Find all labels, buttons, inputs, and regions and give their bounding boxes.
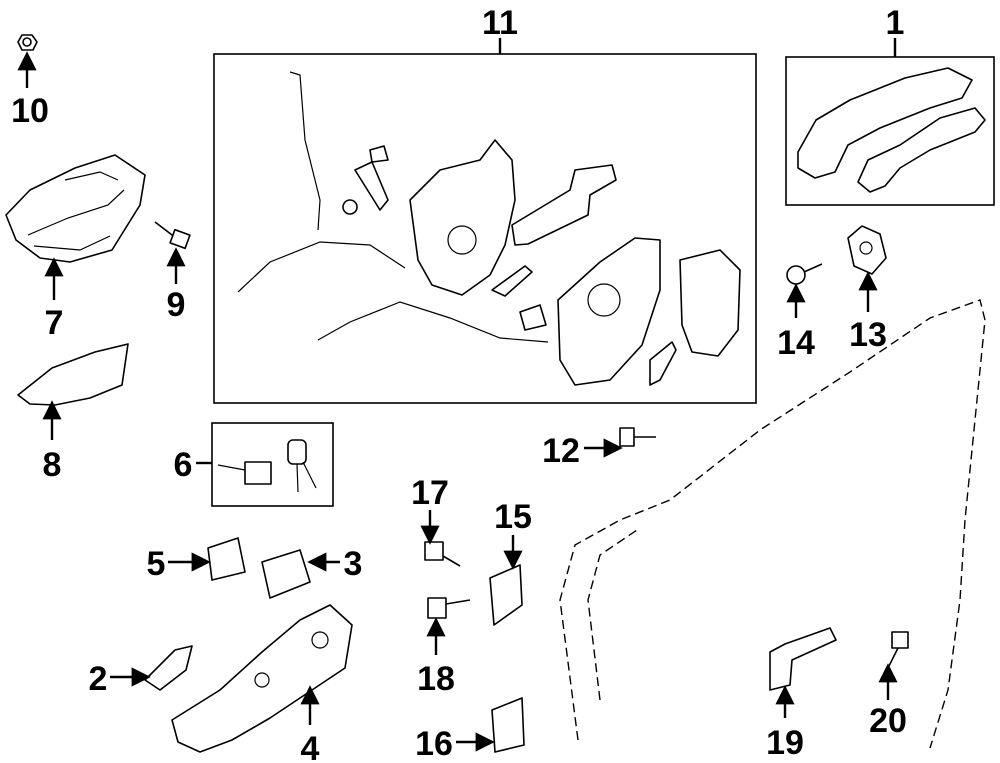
door-glass-outline: [559, 299, 986, 749]
callout-10: 10: [11, 92, 49, 130]
part-2-gasket: [144, 645, 193, 691]
part-20-bolt: [887, 631, 909, 669]
part-4-handle-frame: [171, 604, 353, 753]
callout-9: 9: [167, 286, 186, 324]
callout-16: 16: [415, 725, 453, 763]
part-11-latch-assembly: [237, 71, 741, 386]
part-17-bolt: [424, 541, 461, 567]
callout-11: 11: [482, 4, 518, 42]
callout-1: 1: [886, 4, 905, 42]
part-19-door-check: [769, 627, 837, 691]
callout-12: 12: [542, 432, 580, 470]
callout-13: 13: [849, 316, 887, 354]
box-part-1-handles: [785, 56, 995, 206]
callout-20: 20: [869, 702, 907, 740]
callout-19: 19: [766, 724, 804, 762]
part-7-interior-bezel: [5, 154, 146, 263]
callout-6: 6: [174, 446, 193, 484]
part-3-seal: [261, 549, 311, 599]
part-5-pad: [207, 537, 246, 581]
callout-14: 14: [777, 324, 815, 362]
box-part-11-assembly: [213, 53, 757, 404]
part-14-bolt: [786, 263, 823, 285]
part-10-clip: [17, 34, 38, 51]
part-16-hinge: [491, 697, 525, 753]
part-18-bolt: [427, 597, 471, 619]
part-13-striker: [847, 225, 887, 275]
part-15-hinge: [489, 564, 523, 626]
part-1-exterior-handles: [797, 67, 986, 193]
box-part-6-lock-cylinder: [211, 422, 334, 507]
callout-15: 15: [494, 498, 532, 536]
callout-17: 17: [411, 474, 449, 512]
callout-5: 5: [147, 545, 166, 583]
part-9-screw: [154, 221, 191, 250]
part-12-bolt: [619, 427, 656, 447]
callout-7: 7: [45, 304, 64, 342]
part-6-lock-cylinder-keys: [217, 439, 317, 493]
callout-4: 4: [301, 730, 320, 763]
part-8-trim-piece: [17, 343, 129, 406]
callout-3: 3: [344, 545, 363, 583]
callout-2: 2: [89, 660, 108, 698]
callout-18: 18: [417, 660, 455, 698]
callout-8: 8: [43, 446, 62, 484]
